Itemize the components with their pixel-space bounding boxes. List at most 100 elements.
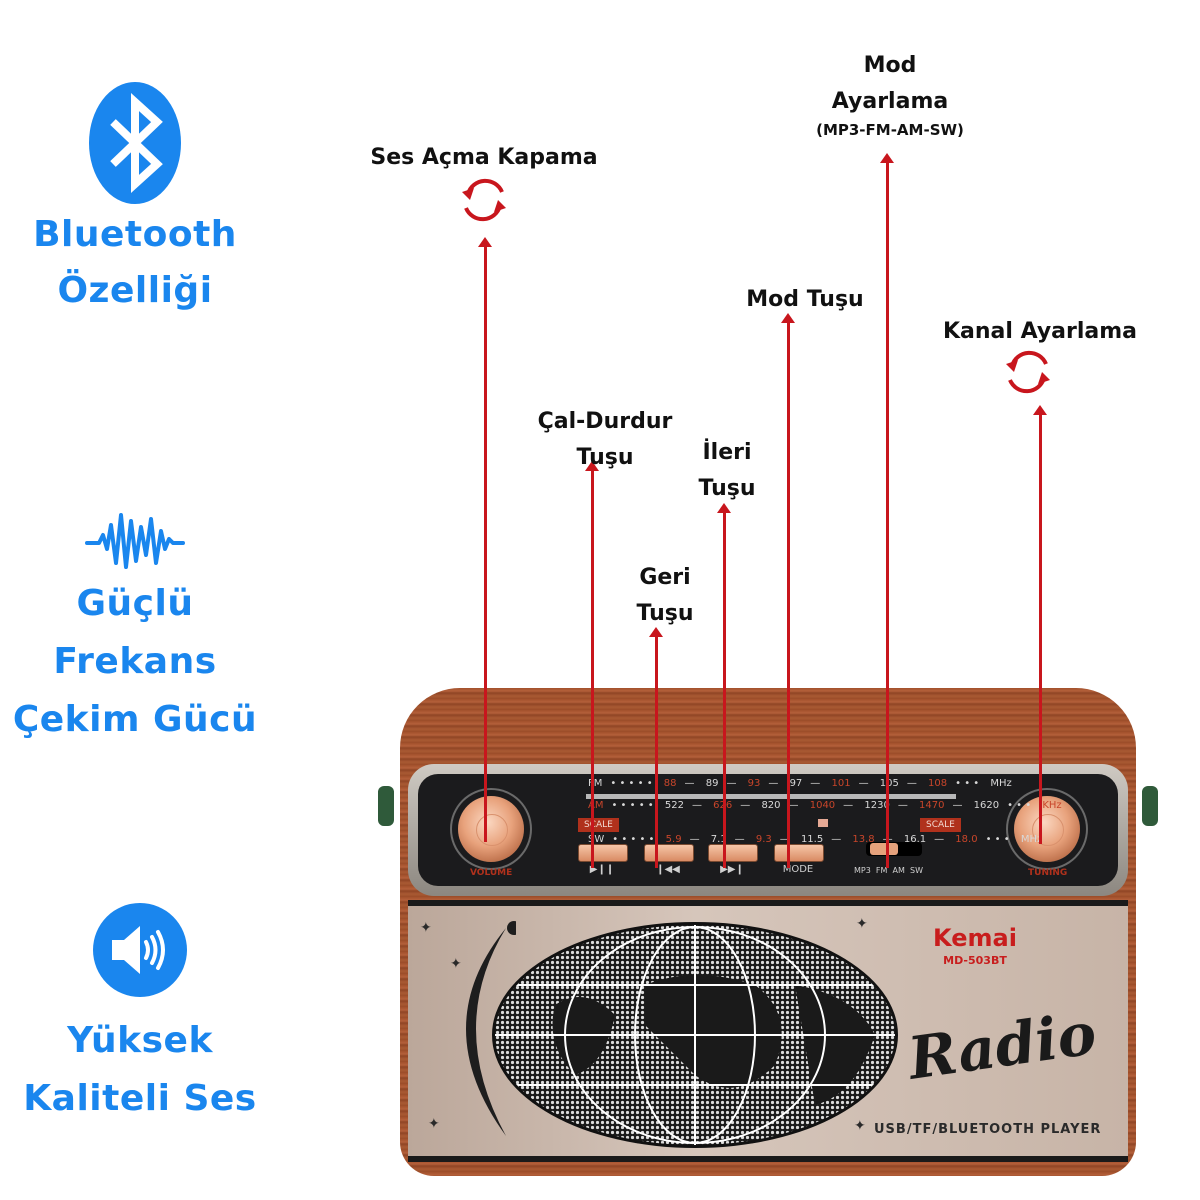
dial-value: 1040 <box>809 800 836 811</box>
band-label: FM <box>588 778 603 789</box>
speaker-volume-icon <box>93 903 187 997</box>
callout-forward: İleri Tuşu <box>672 435 782 507</box>
callout-text: Tuşu <box>576 445 634 470</box>
tuning-knob[interactable] <box>1014 796 1080 862</box>
callout-mode-adjust: Mod Ayarlama (MP3-FM-AM-SW) <box>780 48 1000 140</box>
feature-frequency: Güçlü Frekans Çekim Gücü <box>10 505 260 749</box>
volume-knob[interactable] <box>458 796 524 862</box>
dial-value: 1620 <box>973 800 1000 811</box>
feature-text: Frekans <box>53 641 217 682</box>
mode-button[interactable] <box>774 844 824 862</box>
pointer-line-volume <box>484 246 487 842</box>
side-knob-left <box>378 786 394 826</box>
callout-text: Mod <box>863 53 917 78</box>
arrow-up-icon <box>649 627 663 637</box>
radio-title: Radio <box>904 999 1101 1093</box>
scale-tag-right: SCALE <box>920 818 961 832</box>
arrow-up-icon <box>781 313 795 323</box>
mode-switch-labels: MP3 FM AM SW <box>854 866 964 875</box>
dial-value: 5.9 <box>665 834 682 845</box>
feature-text: Kaliteli Ses <box>23 1078 257 1119</box>
dial-value: 18.0 <box>955 834 978 845</box>
player-text: USB/TF/BLUETOOTH PLAYER <box>874 1122 1102 1137</box>
feature-bluetooth: Bluetooth Özelliği <box>20 80 250 320</box>
dial-value: 97 <box>789 778 803 789</box>
dial-value: 88 <box>663 778 677 789</box>
play-pause-button[interactable] <box>578 844 628 862</box>
arrow-up-icon <box>880 153 894 163</box>
mode-option: AM <box>892 866 905 875</box>
unit-label: KHz <box>1042 800 1062 811</box>
unit-label: MHz <box>1020 834 1043 845</box>
crescent-moon-icon <box>466 921 516 1136</box>
dial-value: 16.1 <box>903 834 927 845</box>
rotate-icon <box>462 178 506 222</box>
dial-value: 89 <box>705 778 719 789</box>
feature-text: Bluetooth <box>33 214 237 255</box>
arrow-up-icon <box>717 503 731 513</box>
sound-wave-icon <box>85 513 185 569</box>
callout-text: Ayarlama <box>831 89 949 114</box>
pointer-line-forward <box>723 512 726 868</box>
feature-text: Özelliği <box>57 270 213 311</box>
star-ornament-icon: ✦ <box>420 920 432 936</box>
pointer-line-mode-button <box>787 322 790 868</box>
pointer-line-mode-adjust <box>886 162 889 868</box>
next-icon: ▶▶❙ <box>720 864 744 875</box>
callout-text: Tuşu <box>636 601 694 626</box>
dial-value: 13.8 <box>852 834 875 845</box>
callout-tuning: Kanal Ayarlama <box>942 319 1138 344</box>
dial-bar <box>586 794 956 799</box>
side-knob-right <box>1142 786 1158 826</box>
dial-fm: FM• • • • • 88— 89— 93— 97— 101— 105— 10… <box>588 778 1012 789</box>
speaker-face: ✦ ✦ ✦ ✦ ✦ Kemai MD-503BT Radio USB/TF/BL… <box>408 900 1128 1162</box>
previous-icon: ❙◀◀ <box>656 864 680 875</box>
callout-play-pause: Çal-Durdur Tuşu <box>500 404 710 476</box>
scale-tag-left: SCALE <box>578 818 619 832</box>
callout-back: Geri Tuşu <box>610 560 720 632</box>
arrow-up-icon <box>1033 405 1047 415</box>
dial-value: 522 <box>664 800 684 811</box>
dial-value: 11.5 <box>800 834 824 845</box>
feature-text: Çekim Gücü <box>12 699 258 740</box>
star-ornament-icon: ✦ <box>856 916 868 932</box>
dial-value: 101 <box>831 778 851 789</box>
pointer-line-back <box>655 636 658 868</box>
previous-button[interactable] <box>644 844 694 862</box>
dial-value: 626 <box>713 800 732 811</box>
brand-logo: Kemai <box>933 924 1017 952</box>
dial-value: 105 <box>879 778 899 789</box>
feature-sound: Yüksek Kaliteli Ses <box>20 902 260 1128</box>
mode-option: FM <box>875 866 888 875</box>
dial-value: 108 <box>928 778 948 789</box>
feature-text: Güçlü <box>76 583 194 624</box>
mode-selector-switch[interactable] <box>866 842 922 856</box>
world-map-speaker-grille <box>492 922 898 1148</box>
play-pause-icon: ▶❙❙ <box>589 864 615 875</box>
tuning-label: TUNING <box>1028 868 1068 878</box>
callout-subtext: (MP3-FM-AM-SW) <box>816 121 964 139</box>
arrow-up-icon <box>478 237 492 247</box>
pointer-line-tuning <box>1039 414 1042 844</box>
bluetooth-icon <box>89 82 181 204</box>
star-ornament-icon: ✦ <box>854 1118 866 1134</box>
star-ornament-icon: ✦ <box>450 956 462 972</box>
mode-option: SW <box>910 866 923 875</box>
callout-volume: Ses Açma Kapama <box>370 145 598 170</box>
radio-device: VOLUME TUNING FM• • • • • 88— 89— 93— 97… <box>378 688 1158 1178</box>
callout-text: İleri <box>702 440 752 465</box>
callout-mode-button: Mod Tuşu <box>746 287 864 312</box>
band-label: AM <box>588 800 604 811</box>
band-label: SW <box>588 834 605 845</box>
callout-text: Çal-Durdur <box>537 409 673 434</box>
star-ornament-icon: ✦ <box>428 1116 440 1132</box>
dial-am: AM• • • • • 522— 626— 820— 1040— 1230— 1… <box>588 800 1062 811</box>
next-button[interactable] <box>708 844 758 862</box>
pointer-line-play-pause <box>591 470 594 868</box>
model-number: MD-503BT <box>943 954 1007 967</box>
rotate-icon <box>1006 350 1050 394</box>
dial-value: 1470 <box>919 800 945 811</box>
mode-option: MP3 <box>854 866 871 875</box>
feature-text: Yüksek <box>67 1020 213 1061</box>
control-panel: VOLUME TUNING FM• • • • • 88— 89— 93— 97… <box>418 774 1118 886</box>
